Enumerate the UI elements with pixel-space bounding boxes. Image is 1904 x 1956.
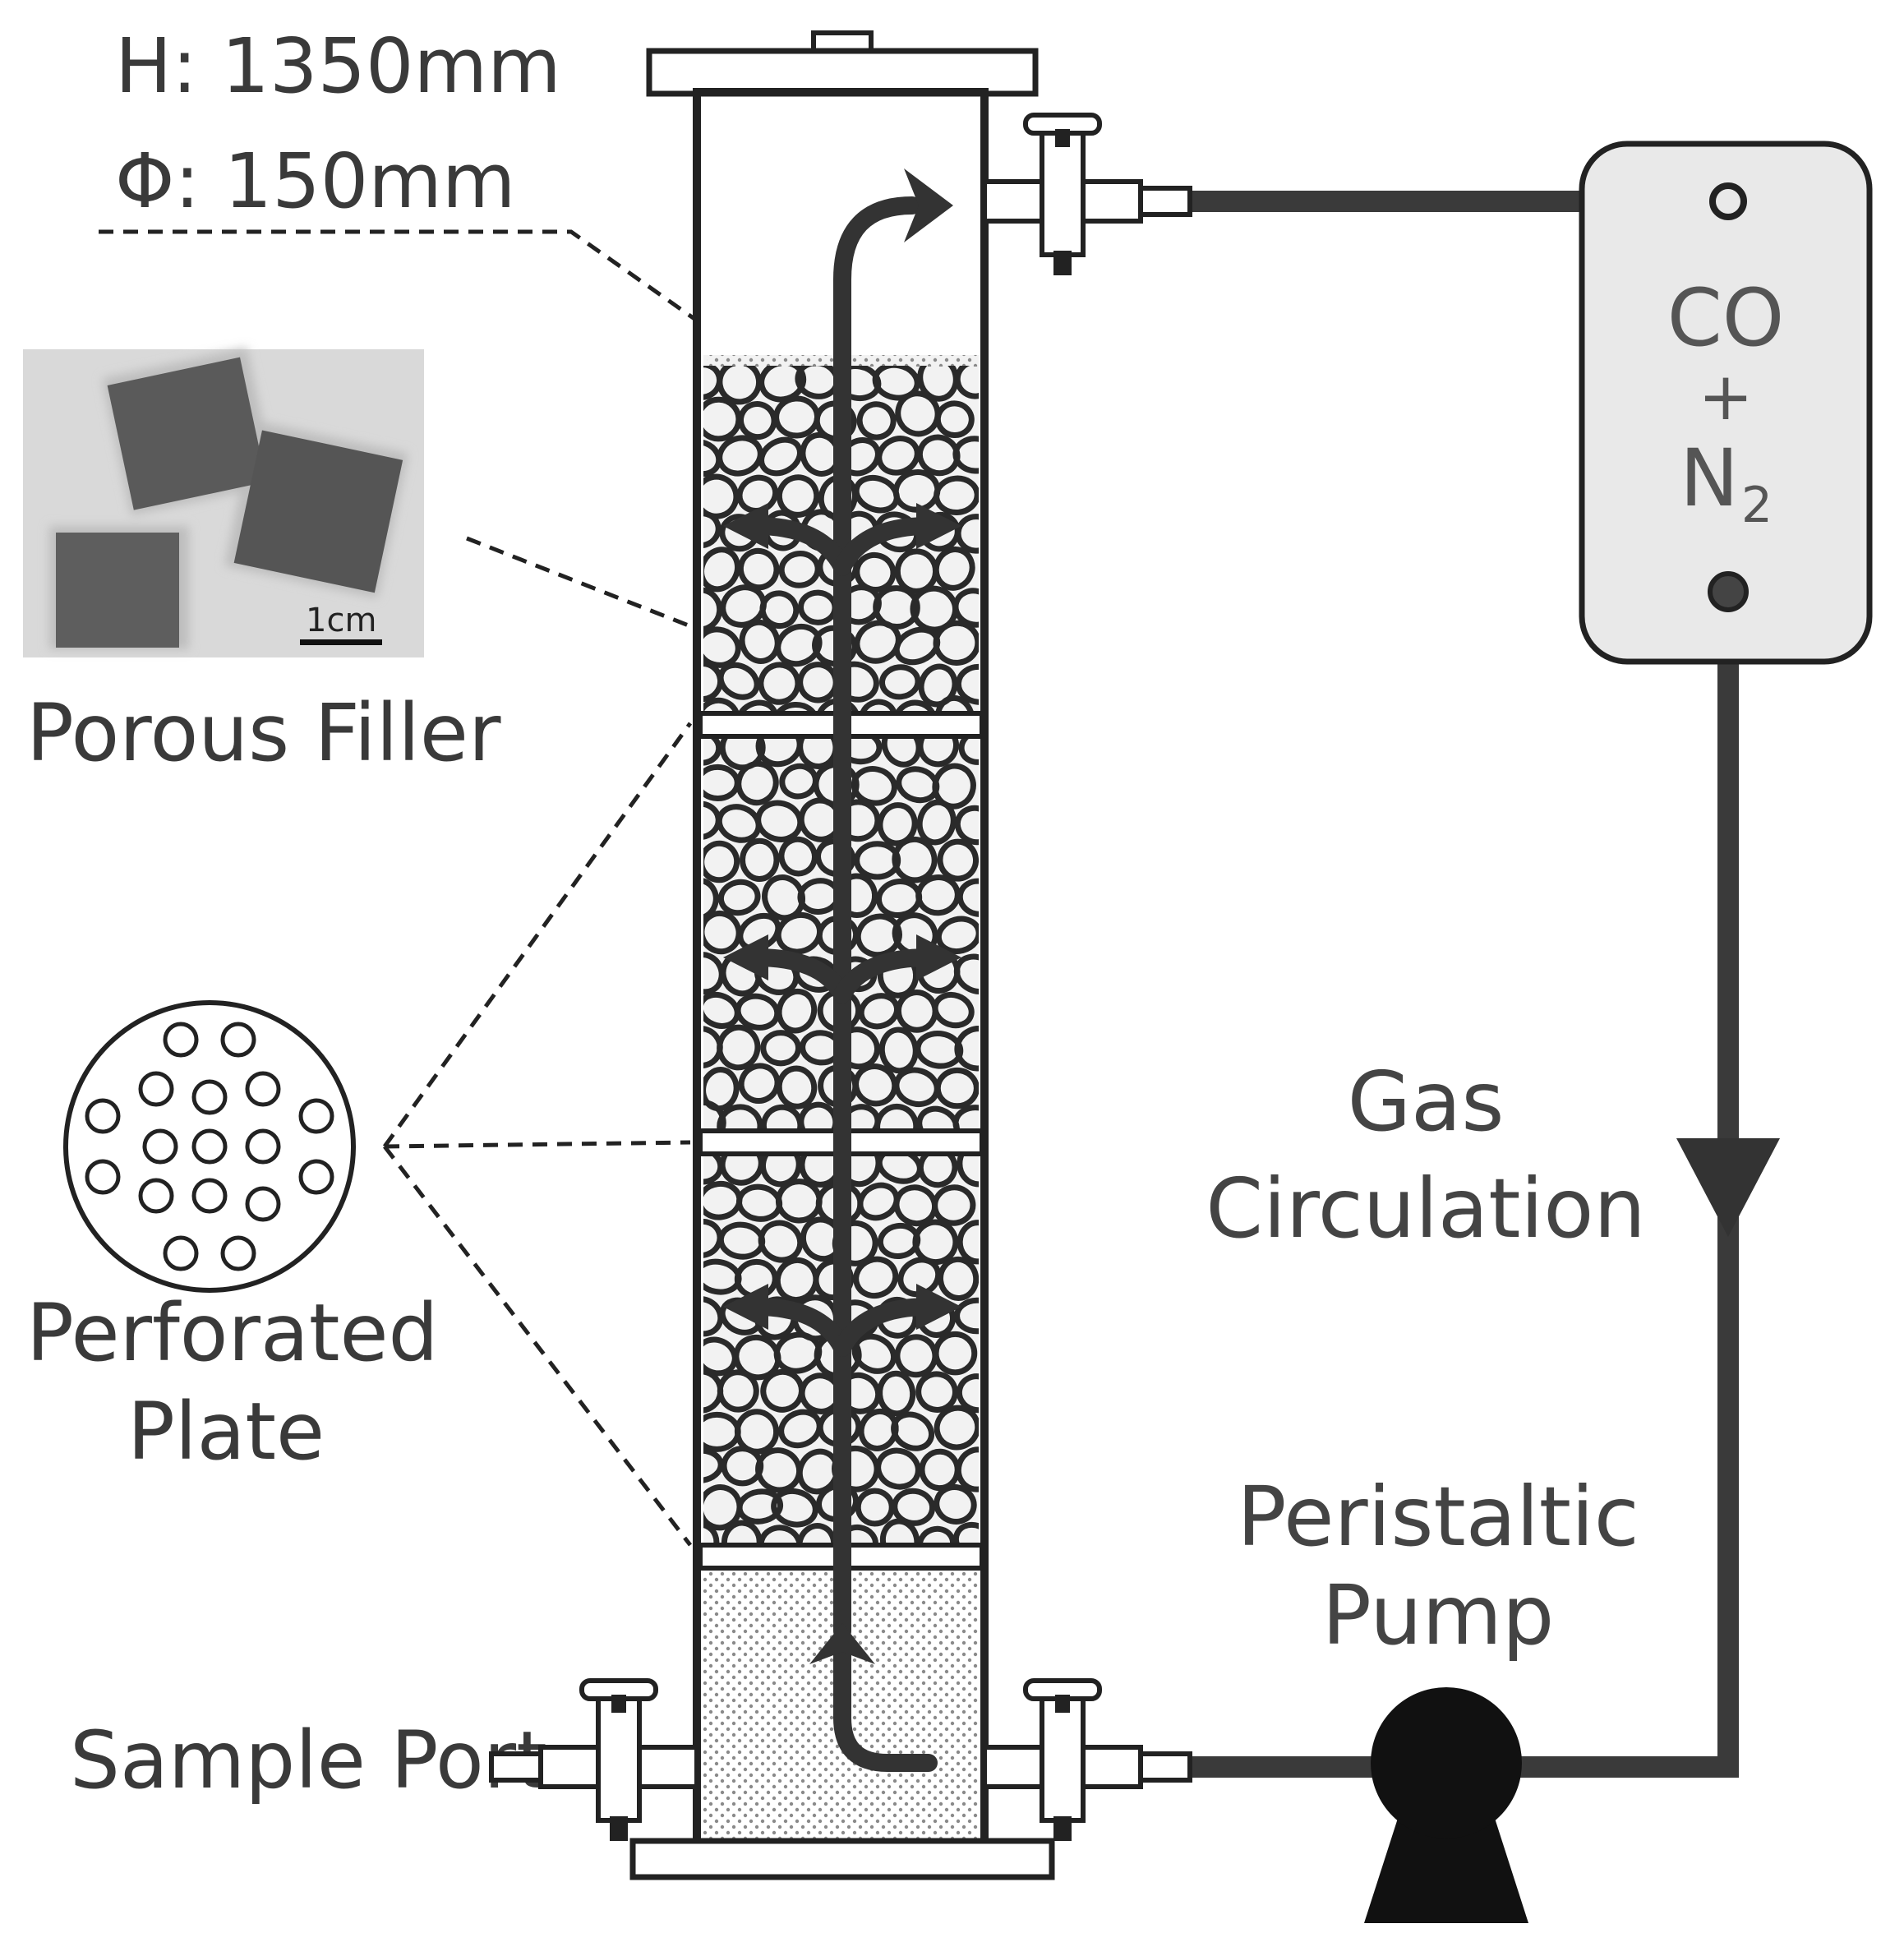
- flow-arrow-icon: [747, 196, 938, 1772]
- gas-circulation-label-line1: Gas: [1348, 1054, 1505, 1150]
- bottom-gas-valve[interactable]: [982, 1678, 1192, 1841]
- perforated-plate-label-line2: Plate: [127, 1386, 325, 1478]
- gas-bag-n-label: N: [1680, 432, 1739, 524]
- height-label: H: 1350mm: [115, 22, 561, 110]
- gas-circulation-label-line2: Circulation: [1206, 1160, 1646, 1257]
- perforated-plate-icon: [63, 1000, 356, 1293]
- gas-bag-co-label: CO: [1667, 272, 1785, 364]
- porous-filler-photo: 1cm: [23, 348, 424, 657]
- gas-bag-subscript-label: 2: [1741, 477, 1773, 534]
- flow-arrowheads: [723, 168, 961, 1664]
- plate-leader-lines: [382, 722, 693, 1547]
- top-gas-valve[interactable]: [982, 113, 1192, 275]
- gas-bag-icon: CO + N 2: [1579, 141, 1873, 665]
- valves: [489, 113, 1192, 1841]
- sample-port-valve[interactable]: [489, 1678, 699, 1841]
- gas-flow-direction-arrow: [1676, 1138, 1780, 1237]
- dimension-leader-line: [99, 229, 698, 323]
- gas-bag-plus-label: +: [1698, 358, 1753, 435]
- peristaltic-pump-label-line2: Pump: [1322, 1567, 1555, 1663]
- sample-port-label: Sample Port: [70, 1714, 547, 1806]
- perforated-plate-label-line1: Perforated: [26, 1287, 438, 1379]
- porous-filler-label: Porous Filler: [26, 687, 501, 779]
- pump-icon: [1364, 1687, 1528, 1923]
- diameter-label: Φ: 150mm: [115, 137, 516, 225]
- filler-leader-line: [466, 536, 698, 631]
- peristaltic-pump-label-line1: Peristaltic: [1237, 1469, 1639, 1565]
- scale-bar-label: 1cm: [306, 602, 376, 639]
